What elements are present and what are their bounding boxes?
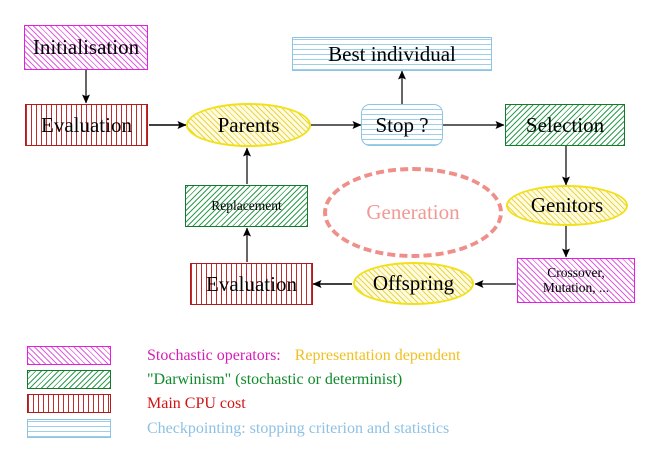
node-crossover-mutation-label: Crossover, Mutation, ... xyxy=(542,265,610,295)
node-parents-label: Parents xyxy=(217,112,280,137)
legend-text-darwinism: "Darwinism" (stochastic or determinist) xyxy=(147,370,403,388)
node-offspring-label: Offspring xyxy=(372,271,455,296)
node-selection[interactable]: Selection xyxy=(505,104,625,146)
node-crossover-mutation[interactable]: Crossover, Mutation, ... xyxy=(517,258,635,303)
legend-row-stochastic-operators: Stochastic operators: Representation depe… xyxy=(27,346,460,365)
node-best-individual[interactable]: Best individual xyxy=(292,37,492,71)
node-evaluation-top[interactable]: Evaluation xyxy=(25,104,148,146)
node-generation-loop: Generation xyxy=(323,167,503,258)
node-initialisation[interactable]: Initialisation xyxy=(24,25,148,70)
legend-row-checkpointing: Checkpointing: stopping criterion and st… xyxy=(27,419,449,438)
node-parents[interactable]: Parents xyxy=(186,103,311,147)
node-evaluation-bottom-label: Evaluation xyxy=(206,271,297,296)
node-selection-label: Selection xyxy=(525,112,605,137)
legend-swatch-blue-horizontal-hatch xyxy=(27,419,111,438)
node-best-individual-label: Best individual xyxy=(328,41,456,66)
node-replacement-label: Replacement xyxy=(211,197,282,213)
legend-swatch-magenta-diagonal-hatch xyxy=(27,346,111,365)
legend-row-darwinism: "Darwinism" (stochastic or determinist) xyxy=(27,370,402,389)
node-stop[interactable]: Stop ? xyxy=(361,104,443,146)
legend-text-checkpointing: Checkpointing: stopping criterion and st… xyxy=(147,419,450,437)
legend-text-representation-dependent: Representation dependent xyxy=(294,346,461,364)
legend-swatch-green-diagonal-hatch xyxy=(27,370,111,389)
node-replacement[interactable]: Replacement xyxy=(185,185,308,227)
node-evaluation-bottom[interactable]: Evaluation xyxy=(190,263,313,305)
legend-text-stochastic-operators: Stochastic operators: xyxy=(147,346,281,364)
legend-row-main-cpu-cost: Main CPU cost xyxy=(27,394,246,413)
node-generation-label: Generation xyxy=(366,200,460,224)
node-offspring[interactable]: Offspring xyxy=(353,262,474,305)
node-evaluation-top-label: Evaluation xyxy=(41,112,132,137)
legend-label-stochastic-operators: Stochastic operators: Representation depe… xyxy=(147,347,460,365)
legend-text-main-cpu-cost: Main CPU cost xyxy=(147,394,246,412)
legend-swatch-red-vertical-hatch xyxy=(27,394,111,413)
node-genitors-label: Genitors xyxy=(530,193,604,218)
node-initialisation-label: Initialisation xyxy=(32,35,140,60)
node-stop-label: Stop ? xyxy=(375,112,429,137)
node-genitors[interactable]: Genitors xyxy=(506,185,628,226)
